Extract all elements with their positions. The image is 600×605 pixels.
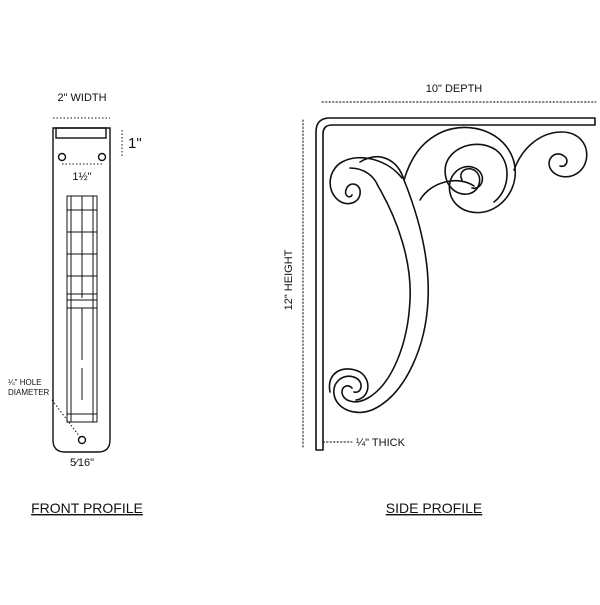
front-bar-outline	[52, 127, 111, 453]
hole-diameter-label-line1: ¼" HOLE	[8, 378, 42, 387]
scroll-outer-contour	[419, 179, 475, 201]
mounting-hole-left	[57, 152, 67, 162]
top-offset-label: 1"	[128, 135, 142, 152]
bottom-offset-label: 5⁄16"	[70, 457, 94, 469]
height-label: 12" HEIGHT	[283, 249, 295, 310]
scroll-descending-inner	[341, 185, 411, 403]
bottom-mounting-hole	[77, 435, 87, 445]
hole-diameter-label-line2: DIAMETER	[8, 388, 50, 397]
scroll-main-upper	[359, 126, 517, 214]
scroll-bottom-left	[328, 368, 369, 401]
width-label: 2" WIDTH	[57, 92, 106, 104]
front-top-cap	[55, 127, 107, 139]
thickness-label: ¼" THICK	[356, 437, 406, 449]
side-profile-title: SIDE PROFILE	[386, 500, 482, 516]
front-profile-title: FRONT PROFILE	[31, 500, 143, 516]
scroll-descending-outer	[333, 179, 430, 414]
bracket-l-frame	[315, 117, 596, 451]
scroll-connector	[349, 167, 379, 187]
hole-spacing-label: 1½"	[72, 171, 91, 183]
scroll-top-left	[329, 156, 403, 205]
scroll-top-right	[513, 131, 588, 178]
hole-leader-line	[51, 399, 81, 438]
mounting-hole-right	[97, 152, 107, 162]
depth-label: 10" DEPTH	[426, 83, 483, 95]
front-inner-frame	[66, 195, 98, 423]
side-profile	[302, 101, 597, 451]
front-profile	[51, 117, 123, 453]
